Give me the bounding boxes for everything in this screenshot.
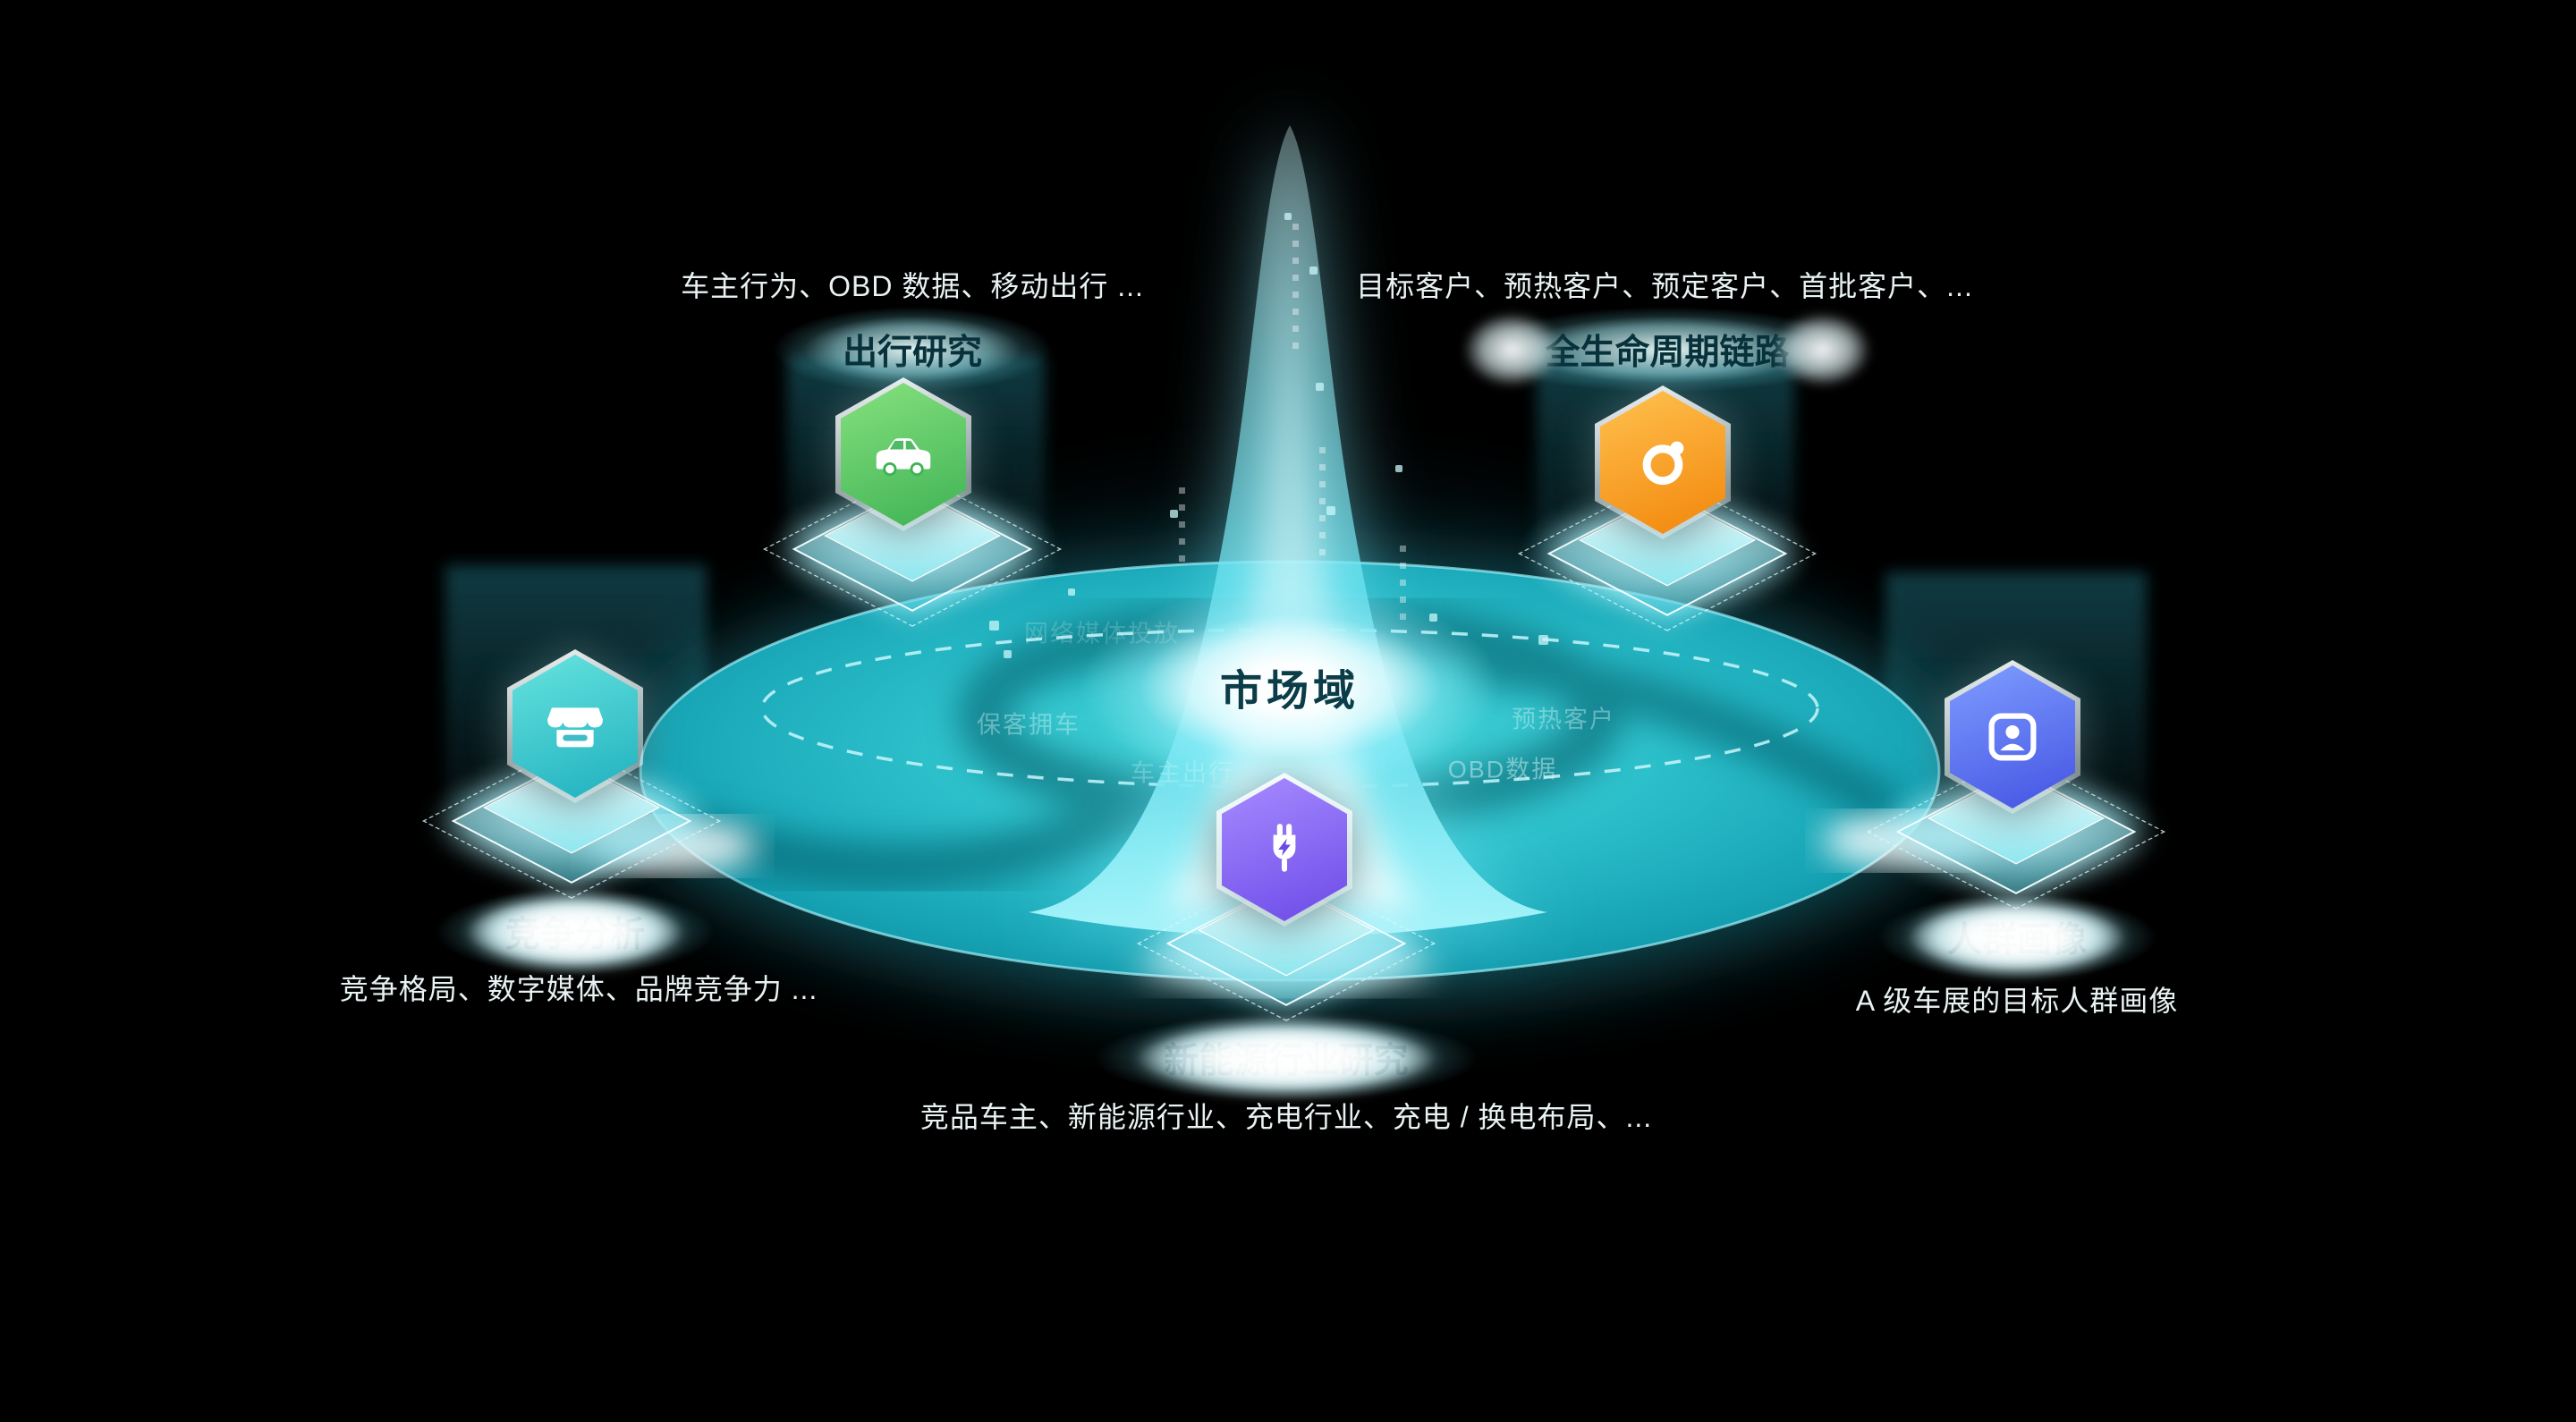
node-desc: 竞品车主、新能源行业、充电行业、充电 / 换电布局、... (919, 1101, 1653, 1133)
particle-dot (1004, 650, 1012, 658)
particle-dot (1326, 506, 1335, 515)
node-desc: A 级车展的目标人群画像 (1855, 985, 2179, 1017)
id-card-icon (1945, 660, 2080, 814)
data-stream-line (1292, 224, 1299, 358)
particle-dot (1284, 213, 1292, 220)
data-stream-line (1179, 487, 1185, 572)
center-domain-label: 市场域 (1220, 666, 1360, 715)
store-icon (507, 649, 643, 803)
particle-dot (1170, 510, 1178, 518)
particle-dot (1309, 267, 1318, 275)
particle-dot (1316, 383, 1324, 391)
node-title: 出行研究 (772, 307, 1053, 393)
data-stream-line (1319, 447, 1326, 563)
watermark-text: 保客拥车 (977, 711, 1080, 739)
charger-icon (1216, 773, 1352, 927)
center-domain-badge: 市场域 (1080, 586, 1500, 788)
watermark-text: 预热客户 (1512, 706, 1615, 733)
node-title: 人群画像 (1877, 894, 2157, 980)
data-stream-line (1400, 546, 1406, 622)
watermark-text: OBD数据 (1447, 756, 1558, 783)
node-title: 竞争分析 (435, 889, 716, 975)
node-desc: 竞争格局、数字媒体、品牌竞争力 ... (339, 973, 818, 1005)
node-title: 新能源行业研究 (1094, 1015, 1479, 1101)
node-title: 全生命周期链路 (1475, 307, 1860, 393)
car-icon (835, 377, 971, 531)
particle-dot (1395, 465, 1402, 472)
node-desc: 目标客户、预热客户、预定客户、首批客户、... (1356, 270, 1973, 302)
orbit-icon (1595, 385, 1731, 539)
particle-dot (989, 621, 999, 631)
particle-dot (1538, 635, 1548, 645)
node-desc: 车主行为、OBD 数据、移动出行 ... (681, 270, 1144, 302)
particle-dot (1068, 588, 1075, 596)
